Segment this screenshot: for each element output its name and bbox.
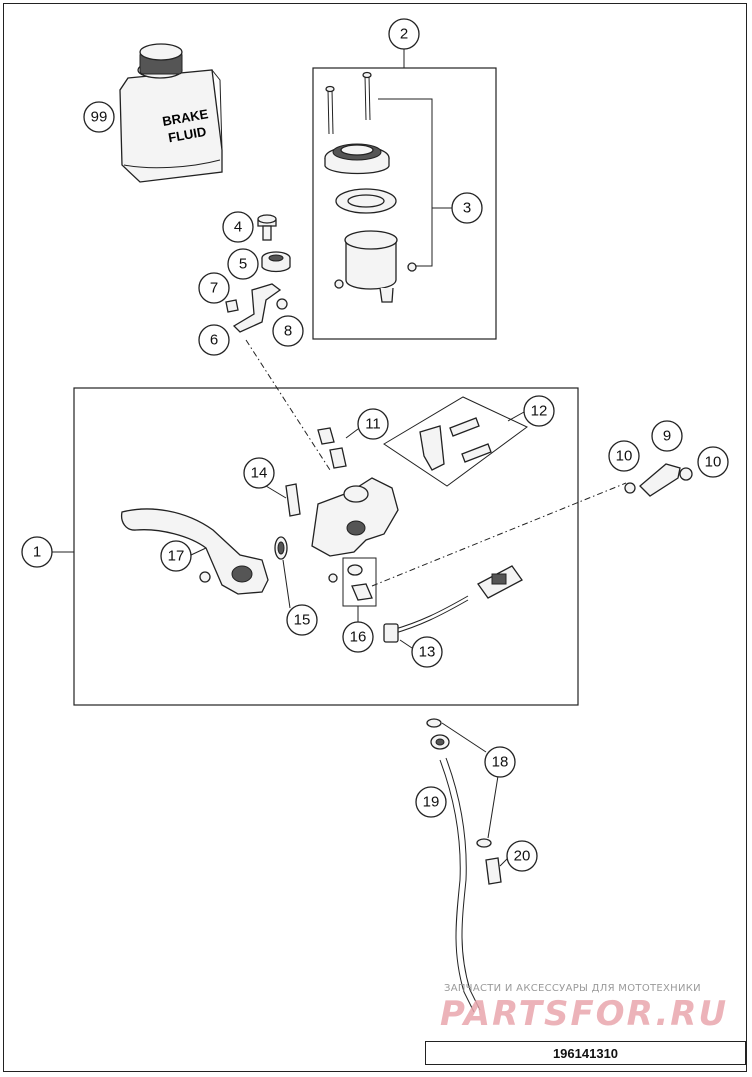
callout-9: 9 — [651, 420, 683, 452]
document-number: 196141310 — [425, 1041, 746, 1065]
callout-4: 4 — [222, 211, 254, 243]
svg-text:10: 10 — [616, 448, 633, 465]
svg-text:15: 15 — [294, 612, 311, 629]
callout-11: 11 — [357, 408, 389, 440]
svg-text:12: 12 — [531, 403, 548, 420]
callout-7: 7 — [198, 272, 230, 304]
svg-text:8: 8 — [284, 323, 292, 340]
svg-text:17: 17 — [168, 548, 185, 565]
callout-10-left: 10 — [608, 440, 640, 472]
svg-text:10: 10 — [705, 454, 722, 471]
svg-text:11: 11 — [365, 416, 381, 433]
svg-text:3: 3 — [463, 200, 471, 217]
callout-6: 6 — [198, 324, 230, 356]
callout-10-right: 10 — [697, 446, 729, 478]
assembly-axis-9 — [371, 482, 627, 587]
callout-2: 2 — [388, 18, 420, 50]
callout-12: 12 — [523, 395, 555, 427]
svg-text:4: 4 — [234, 219, 242, 236]
master-cylinder-parts — [52, 396, 693, 649]
mount-small-parts — [225, 214, 291, 333]
watermark-brand: PARTSFOR.RU — [440, 994, 729, 1034]
callout-20: 20 — [506, 840, 538, 872]
svg-text:2: 2 — [400, 26, 408, 43]
callout-19: 19 — [415, 786, 447, 818]
brake-fluid-bottle: BRAKE FLUID — [119, 43, 223, 183]
svg-text:16: 16 — [350, 629, 367, 646]
callout-15: 15 — [286, 604, 318, 636]
callout-8: 8 — [272, 315, 304, 347]
svg-text:20: 20 — [514, 848, 531, 865]
svg-text:6: 6 — [210, 332, 218, 349]
callout-18: 18 — [484, 746, 516, 778]
svg-text:18: 18 — [492, 754, 509, 771]
svg-text:7: 7 — [210, 280, 218, 297]
callout-1: 1 — [21, 536, 53, 568]
svg-text:99: 99 — [91, 109, 108, 126]
assembly-axis-6 — [245, 339, 331, 471]
watermark-tagline: ЗАПЧАСТИ И АКСЕССУАРЫ ДЛЯ МОТОТЕХНИКИ — [444, 983, 701, 994]
svg-text:14: 14 — [251, 465, 268, 482]
callout-5: 5 — [227, 248, 259, 280]
brake-hose-assembly — [426, 718, 509, 1013]
svg-text:9: 9 — [663, 428, 671, 445]
callout-3: 3 — [451, 192, 483, 224]
master-cylinder-group-box — [73, 387, 579, 706]
svg-text:19: 19 — [423, 794, 440, 811]
callout-16: 16 — [342, 621, 374, 653]
reservoir-parts — [324, 48, 452, 303]
svg-text:13: 13 — [419, 644, 436, 661]
drawing-frame — [3, 3, 747, 1072]
callout-17: 17 — [160, 540, 192, 572]
svg-text:1: 1 — [33, 544, 41, 561]
svg-text:5: 5 — [239, 256, 247, 273]
callout-13: 13 — [411, 636, 443, 668]
callout-14: 14 — [243, 457, 275, 489]
bottle-label-line2: FLUID — [167, 124, 207, 145]
callout-99: 99 — [83, 101, 115, 133]
